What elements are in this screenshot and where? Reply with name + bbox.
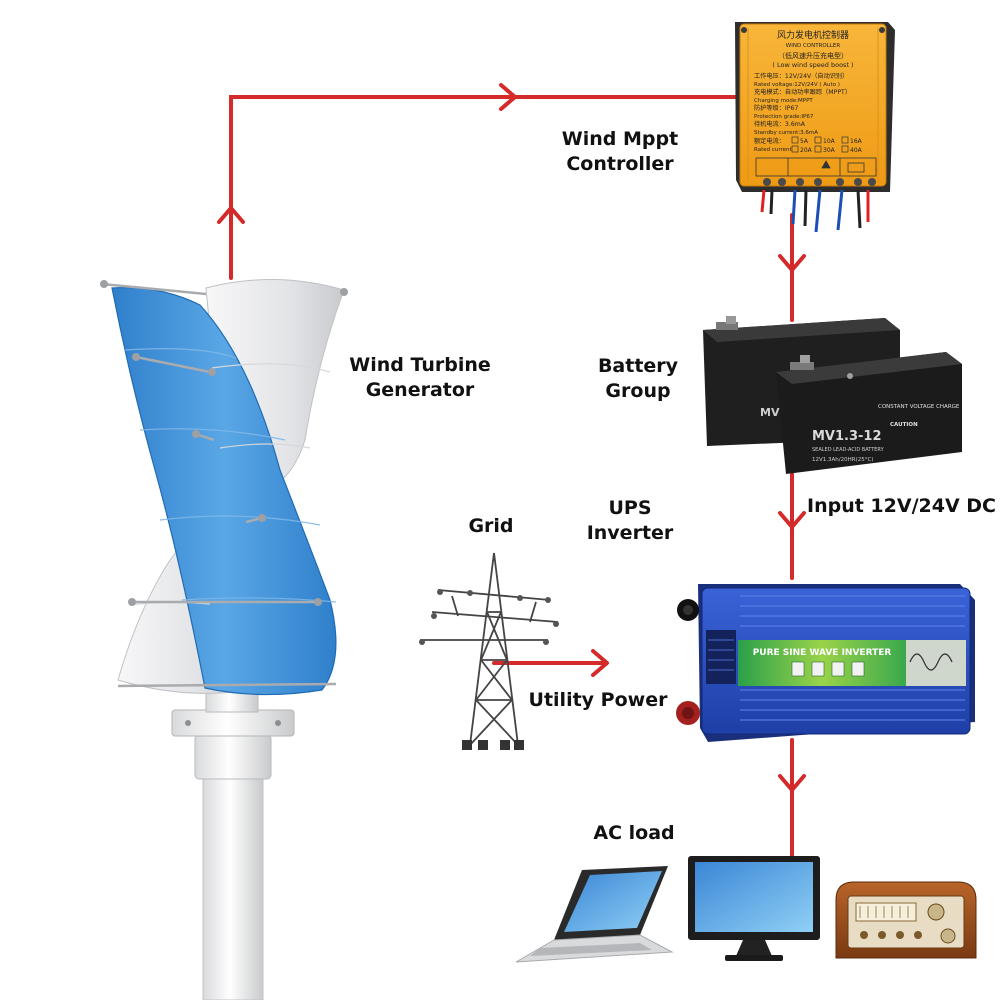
- label-utility-text: Utility Power: [528, 689, 668, 711]
- battery-icon: MV1 CONSTANT VOLTAGE CHARGE MV1.3-12 SEA…: [703, 316, 962, 474]
- controller-title-en: WIND CONTROLLER: [786, 43, 841, 49]
- controller-mode-en: Charging mode:MPPT: [754, 98, 813, 104]
- battery-model: MV1.3-12: [812, 429, 882, 444]
- label-controller-line2: Controller: [566, 153, 674, 175]
- controller-subtitle-en: ( Low wind speed boost ): [772, 61, 853, 69]
- controller-voltage-en: Rated voltage:12V/24V ( Auto ): [754, 82, 840, 88]
- controller-title-cn: 风力发电机控制器: [777, 29, 849, 41]
- label-input-dc-text: Input 12V/24V DC: [807, 495, 996, 517]
- battery-spec: 12V1.3Ah/20HR(25°C): [812, 457, 873, 463]
- label-battery-line1: Battery: [597, 355, 679, 377]
- battery-caution: CAUTION: [890, 422, 918, 428]
- arrow-right-grid: [591, 649, 609, 677]
- controller-protect-en: Protection grade:IP67: [754, 114, 814, 120]
- label-utility: Utility Power: [526, 688, 670, 713]
- label-grid-text: Grid: [468, 515, 514, 537]
- controller-icon: 风力发电机控制器 WIND CONTROLLER （低风速升压充电型） ( Lo…: [735, 22, 895, 233]
- label-ac-load-text: AC load: [593, 822, 675, 844]
- arrow-right-top: [499, 83, 517, 111]
- label-wind-turbine-line2: Generator: [365, 379, 475, 401]
- controller-option-5a: 5A: [800, 138, 809, 145]
- turbine-to-controller-line: [229, 95, 739, 280]
- label-ac-load: AC load: [584, 821, 684, 846]
- pylon-icon: [419, 552, 559, 750]
- controller-option-16a: 16A: [850, 138, 863, 145]
- controller-option-30a: 30A: [823, 147, 836, 154]
- arrow-down-inverter: [778, 511, 806, 529]
- controller-voltage-cn: 工作电压：12V/24V（自动识别）: [754, 72, 848, 80]
- controller-option-20a: 20A: [800, 147, 813, 154]
- arrow-up: [217, 206, 245, 224]
- controller-terminal-icons: [755, 157, 877, 177]
- controller-current-cn: 额定电流：: [754, 137, 785, 145]
- label-ups-line2: Inverter: [586, 522, 674, 544]
- label-input-dc: Input 12V/24V DC: [807, 494, 996, 519]
- controller-protect-cn: 防护等级：IP67: [754, 104, 798, 112]
- wind-turbine-icon: [100, 279, 348, 1000]
- label-battery: Battery Group: [590, 354, 686, 404]
- inverter-icon: PURE SINE WAVE INVERTER: [676, 584, 975, 742]
- label-ups-line1: UPS: [608, 497, 652, 519]
- label-wind-turbine-line1: Wind Turbine: [349, 354, 491, 376]
- controller-standby-en: Standby current:3.6mA: [754, 130, 818, 136]
- controller-option-10a: 10A: [823, 138, 836, 145]
- arrow-down-load: [778, 774, 806, 792]
- flow-arrows: [217, 83, 806, 792]
- controller-mode-cn: 充电模式：自动功率跟踪（MPPT）: [754, 88, 851, 96]
- label-controller-line1: Wind Mppt: [561, 128, 679, 150]
- controller-option-40a: 40A: [850, 147, 863, 154]
- label-wind-turbine: Wind Turbine Generator: [345, 353, 495, 403]
- battery-sealed: SEALED LEAD-ACID BATTERY: [812, 447, 885, 453]
- controller-subtitle-cn: （低风速升压充电型）: [778, 51, 848, 60]
- laptop-icon: [515, 866, 674, 963]
- monitor-icon: [688, 856, 820, 961]
- label-grid: Grid: [458, 514, 524, 539]
- controller-current-en: Rated current: [754, 147, 793, 153]
- radio-icon: [835, 881, 977, 959]
- battery-heading: CONSTANT VOLTAGE CHARGE: [878, 404, 960, 410]
- label-ups: UPS Inverter: [578, 496, 682, 546]
- arrow-down-battery: [778, 254, 806, 272]
- controller-standby-cn: 待机电流：3.6mA: [754, 120, 806, 128]
- flow-lines: [229, 95, 794, 859]
- inverter-banner: PURE SINE WAVE INVERTER: [753, 648, 892, 658]
- label-battery-line2: Group: [605, 380, 671, 402]
- label-controller: Wind Mppt Controller: [556, 127, 684, 177]
